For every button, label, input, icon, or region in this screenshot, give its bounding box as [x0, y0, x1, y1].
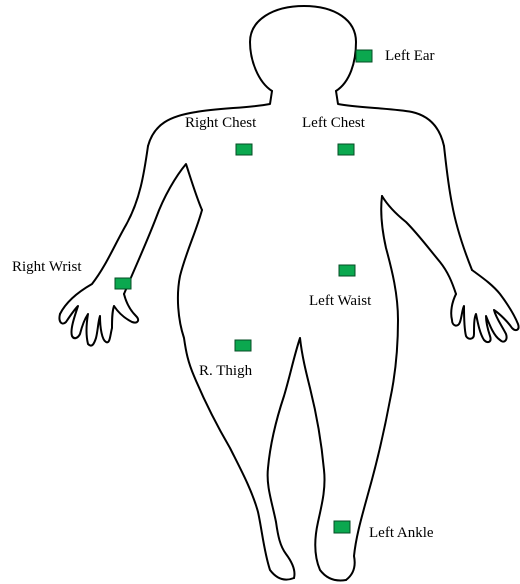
- label-left-ankle: Left Ankle: [369, 524, 434, 542]
- right-hand: [59, 294, 138, 346]
- sensor-left-ankle: [334, 521, 350, 533]
- right-arm-inner: [124, 164, 202, 294]
- sensor-right-chest: [236, 144, 252, 155]
- torso-left-side: [346, 196, 398, 580]
- left-hand: [451, 270, 518, 342]
- label-left-waist: Left Waist: [309, 292, 371, 310]
- label-right-wrist: Right Wrist: [12, 258, 82, 276]
- sensor-r-thigh: [235, 340, 251, 351]
- inner-leg-right: [268, 338, 346, 581]
- label-left-ear: Left Ear: [385, 47, 435, 65]
- sensor-left-waist: [339, 265, 355, 276]
- sensor-left-chest: [338, 144, 354, 155]
- sensor-right-wrist: [115, 278, 131, 289]
- label-left-chest: Left Chest: [302, 114, 365, 132]
- label-right-chest: Right Chest: [185, 114, 256, 132]
- head-outline: [250, 6, 356, 91]
- label-r-thigh: R. Thigh: [199, 362, 252, 380]
- sensor-left-ear: [356, 50, 372, 62]
- left-arm-outer: [444, 146, 472, 270]
- right-arm-outer: [60, 146, 148, 314]
